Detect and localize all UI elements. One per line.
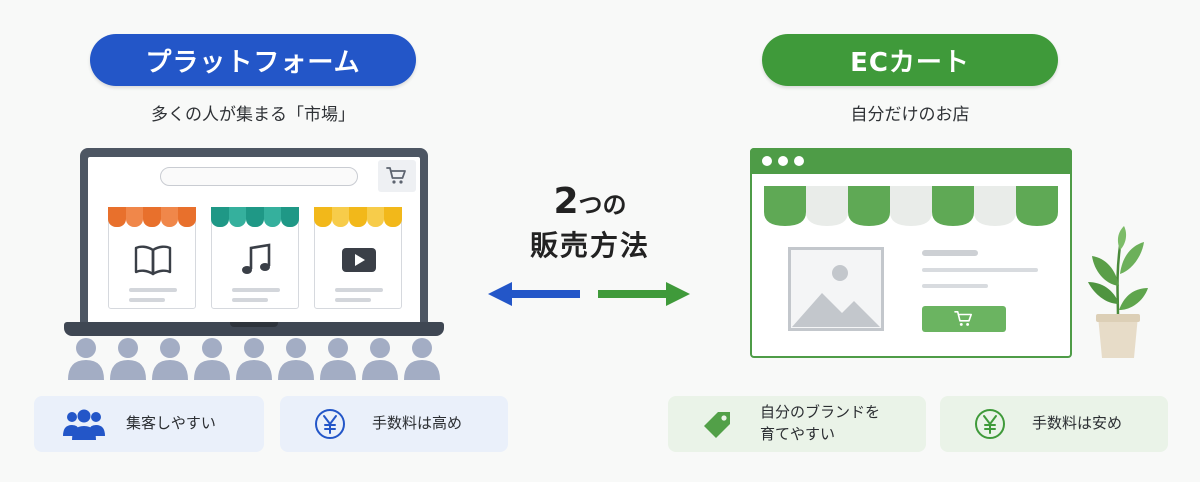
shop-books <box>108 207 196 309</box>
marketplace-cart-icon <box>378 160 416 192</box>
marketplace-search-bar <box>160 167 358 186</box>
product-title-line <box>922 250 978 256</box>
methods-label: 販売方法 <box>529 229 650 262</box>
feature-label: 自分のブランドを 育てやすい <box>760 403 881 443</box>
music-note-icon <box>236 242 276 278</box>
arrow-left-icon <box>488 282 580 306</box>
plant-icon <box>1088 226 1148 358</box>
feature-card-easy-traffic: 集客しやすい <box>34 396 264 452</box>
cart-icon <box>954 310 973 326</box>
book-icon <box>133 242 173 278</box>
crowd-icon <box>68 338 440 380</box>
window-dot <box>778 156 788 166</box>
shop-awning <box>108 207 196 227</box>
yen-icon <box>306 407 354 441</box>
eccart-title: ECカート <box>850 47 970 78</box>
laptop-base <box>64 322 444 336</box>
feature-label: 手数料は高め <box>372 414 463 433</box>
feature-label: 手数料は安め <box>1032 414 1123 433</box>
methods-number: 2 <box>553 181 579 222</box>
methods-suffix: つの <box>578 191 627 219</box>
feature-card-high-fee: 手数料は高め <box>280 396 508 452</box>
people-icon <box>60 407 108 441</box>
shop-awning <box>314 207 402 227</box>
shop-awning <box>211 207 299 227</box>
platform-title-pill: プラットフォーム <box>90 34 416 86</box>
feature-card-low-fee: 手数料は安め <box>940 396 1168 452</box>
play-icon <box>339 242 379 278</box>
product-desc-line <box>922 284 988 288</box>
eccart-subtitle: 自分だけのお店 <box>850 105 970 125</box>
yen-icon <box>966 407 1014 441</box>
two-methods-title: 2つの 販売方法 <box>490 180 690 265</box>
window-dot <box>762 156 772 166</box>
product-image-placeholder-icon <box>788 247 884 331</box>
store-awning <box>764 186 1058 226</box>
arrow-right-icon <box>598 282 690 306</box>
tag-icon <box>694 407 742 441</box>
shop-video <box>314 207 402 309</box>
shop-music <box>211 207 299 309</box>
feature-card-brand: 自分のブランドを 育てやすい <box>668 396 926 452</box>
add-to-cart-button <box>922 306 1006 332</box>
platform-title: プラットフォーム <box>145 47 361 78</box>
feature-label: 集客しやすい <box>126 414 216 433</box>
platform-subtitle: 多くの人が集まる「市場」 <box>151 105 355 125</box>
eccart-title-pill: ECカート <box>762 34 1058 86</box>
window-dot <box>794 156 804 166</box>
laptop-notch <box>230 322 278 327</box>
product-desc-line <box>922 268 1038 272</box>
